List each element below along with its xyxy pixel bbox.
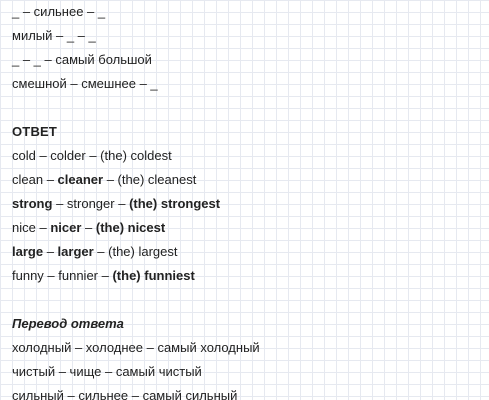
answer-row: clean – cleaner – (the) cleanest: [12, 168, 489, 192]
answer-bold-segment: strong: [12, 196, 53, 211]
answer-row: strong – stronger – (the) strongest: [12, 192, 489, 216]
answer-bold-segment: cleaner: [57, 172, 104, 187]
answer-segment: –: [43, 244, 58, 259]
exercise-line: _ – сильнее – _: [12, 4, 106, 19]
spacer: [12, 288, 489, 312]
answer-bold-segment: (the) strongest: [129, 196, 221, 211]
answer-bold-segment: (the) funniest: [112, 268, 195, 283]
answer-row: funny – funnier – (the) funniest: [12, 264, 489, 288]
answer-bold-segment: nicer: [50, 220, 82, 235]
answer-heading: ОТВЕТ: [12, 124, 58, 139]
translation-line: сильный – сильнее – самый сильный: [12, 388, 238, 400]
answer-bold-segment: (the) nicest: [95, 220, 166, 235]
exercise-line: смешной – смешнее – _: [12, 76, 158, 91]
spacer: [12, 96, 489, 120]
answer-bold-segment: large: [12, 244, 44, 259]
translation-heading: Перевод ответа: [12, 316, 124, 331]
answer-row: large – larger – (the) largest: [12, 240, 489, 264]
answer-bold-segment: larger: [57, 244, 94, 259]
answer-segment: – (the) largest: [93, 244, 178, 259]
exercise-line: _ – _ – самый большой: [12, 52, 152, 67]
exercise-section: _ – сильнее – _ милый – _ – _ _ – _ – са…: [12, 0, 489, 96]
worksheet-content: _ – сильнее – _ милый – _ – _ _ – _ – са…: [12, 0, 489, 400]
translation-line: чистый – чище – самый чистый: [12, 364, 202, 379]
answer-segment: nice –: [12, 220, 51, 235]
answer-rows: cold – colder – (the) coldest clean – cle…: [12, 144, 489, 288]
translation-section: Перевод ответа холодный – холоднее – сам…: [12, 312, 489, 400]
answer-segment: –: [81, 220, 96, 235]
translation-line: холодный – холоднее – самый холодный: [12, 340, 260, 355]
answer-segment: – stronger –: [52, 196, 130, 211]
answer-section: ОТВЕТ cold – colder – (the) coldest clean…: [12, 120, 489, 288]
answer-segment: clean –: [12, 172, 58, 187]
answer-segment: funny – funnier –: [12, 268, 113, 283]
exercise-line: милый – _ – _: [12, 28, 96, 43]
answer-row: cold – colder – (the) coldest: [12, 144, 489, 168]
answer-segment: cold – colder – (the) coldest: [12, 148, 172, 163]
answer-row: nice – nicer – (the) nicest: [12, 216, 489, 240]
answer-segment: – (the) cleanest: [103, 172, 197, 187]
